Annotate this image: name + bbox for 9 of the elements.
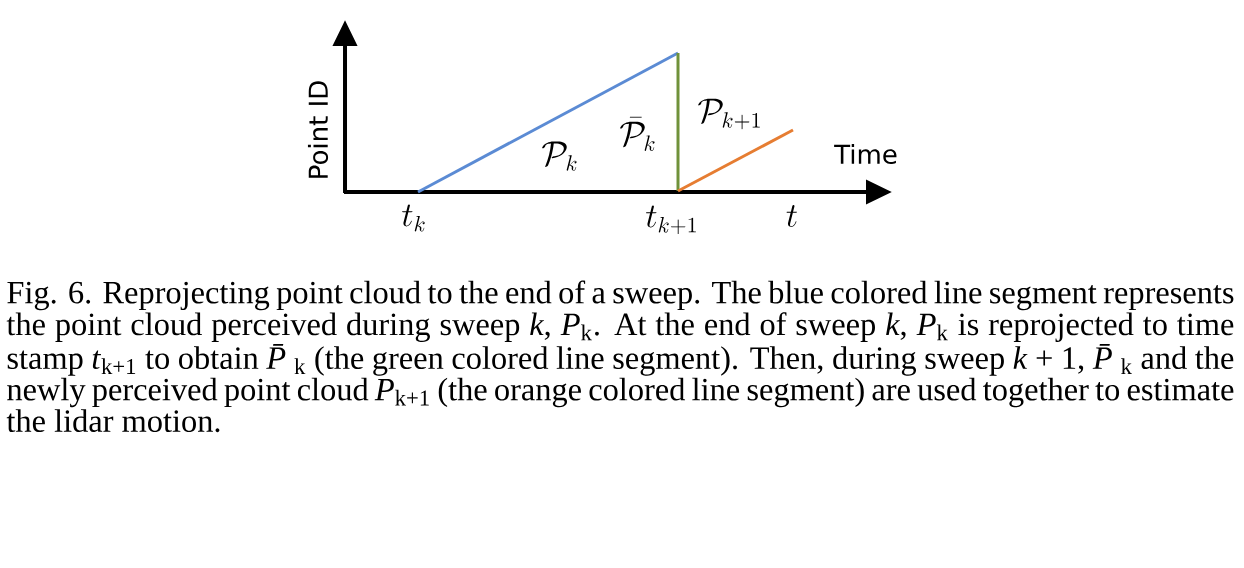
math-label: $t$ [786,205,798,227]
axis-label: Point ID [307,81,329,178]
math-label: $t_{k+1}$ [646,205,696,235]
math-label: $\mathcal{P}_k$ [542,141,577,171]
math-label: $\bar{\mathcal{P}}_k$ [620,116,655,151]
caption: Fig. 6. Reprojecting point cloud to the end of a sweep. The blue colored line segment represents the point cloud perceived during sweep k, P$_{k}$. At the end of sweep k, P$_{k}$ is reprojected to time stamp t$_{k+1}$ to obtain P̄$_{k}$ (the green colored line segment). Then, during sweep k+ 1, P̄$_{k}$ and the newly perceived point cloud P$_{k+1}$ (the orange colored line segment) are used together to estimate the lidar motion. [6,280,1234,433]
axis-label: Time [834,143,897,165]
math-label: $\mathcal{P}_{k+1}$ [698,98,760,130]
math-label: $t_k$ [402,204,425,232]
